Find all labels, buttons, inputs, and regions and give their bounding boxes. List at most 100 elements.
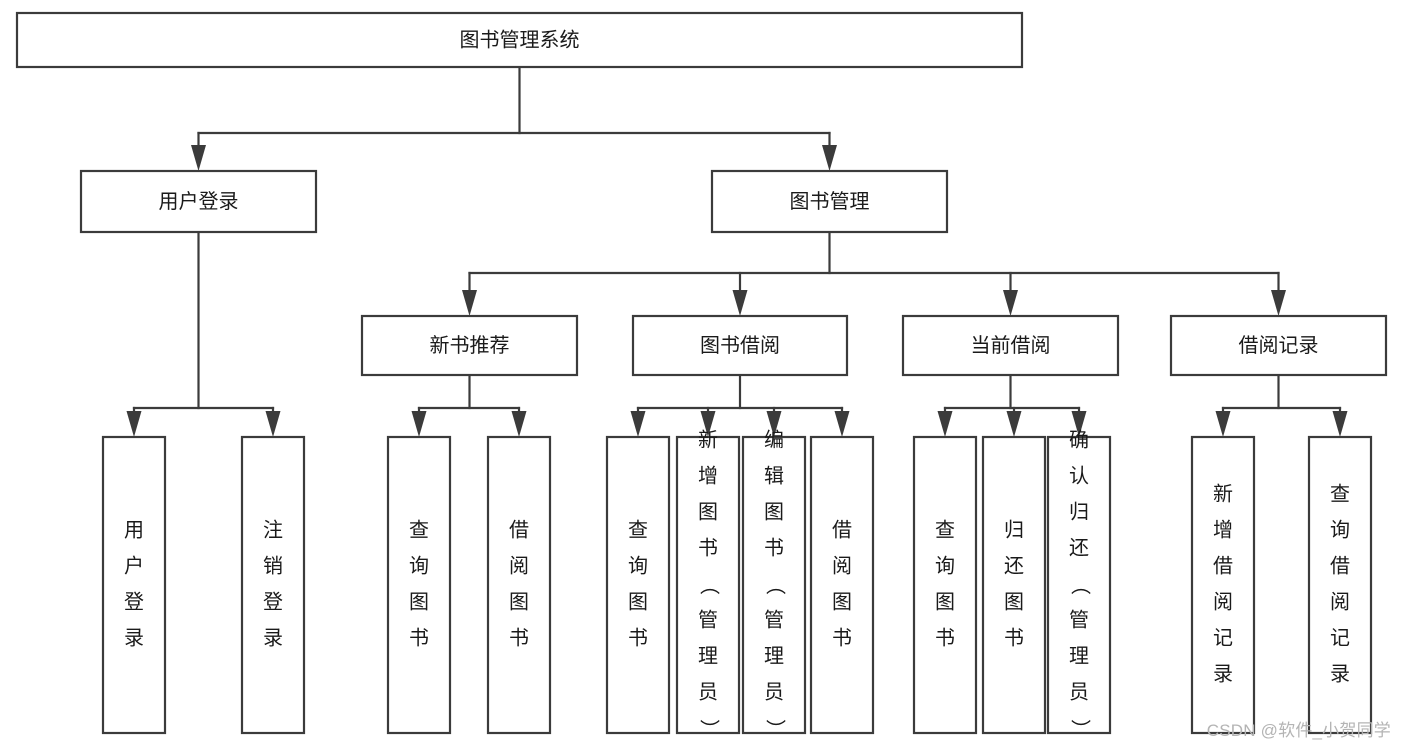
node-label-bookmgmt: 图书管理 xyxy=(790,190,870,213)
node-label-newbook: 新书推荐 xyxy=(430,334,510,357)
node-label-char: 管 xyxy=(764,608,784,631)
node-label-char: 管 xyxy=(698,608,718,631)
node-label-char: 归 xyxy=(1004,518,1024,541)
node-label-char: 查 xyxy=(1330,482,1350,505)
node-box-root[interactable] xyxy=(15,11,1024,69)
node-box-leaf-borrow-book-1[interactable] xyxy=(486,435,552,735)
node-label-char: 查 xyxy=(935,518,955,541)
node-label-char: 查 xyxy=(409,518,429,541)
node-label-char: （ xyxy=(698,575,721,595)
node-bookmgmt[interactable]: 图书管理 xyxy=(710,169,949,234)
connector-layer xyxy=(126,65,1348,437)
watermark-label: CSDN @软件_小贺同学 xyxy=(1206,721,1391,740)
node-borrow[interactable]: 图书借阅 xyxy=(631,314,849,377)
arrow-head-icon xyxy=(411,411,427,437)
arrow-head-icon xyxy=(834,411,850,437)
node-box-leaf-user-logout[interactable] xyxy=(240,435,306,735)
node-label-char: 用 xyxy=(124,519,144,541)
node-label-char: 录 xyxy=(1330,663,1350,685)
node-box-newbook[interactable] xyxy=(360,314,579,377)
node-root[interactable]: 图书管理系统 xyxy=(15,11,1024,69)
node-label-char: 新 xyxy=(1213,482,1233,505)
node-box-current[interactable] xyxy=(901,314,1120,377)
node-label-char: 询 xyxy=(628,554,648,577)
node-label-char: 借 xyxy=(1213,554,1233,577)
arrow-head-icon xyxy=(1271,290,1286,316)
node-label-char: 增 xyxy=(1213,518,1233,541)
node-label-char: 销 xyxy=(263,554,283,577)
node-label-char: ） xyxy=(698,719,721,739)
arrow-head-icon xyxy=(126,411,142,437)
arrow-head-icon xyxy=(1006,411,1022,437)
node-label-char: 阅 xyxy=(832,554,852,577)
node-label-char: 辑 xyxy=(764,464,784,487)
node-label-char: 查 xyxy=(628,518,648,541)
arrow-head-icon xyxy=(700,411,716,437)
node-box-leaf-add-record[interactable] xyxy=(1190,435,1256,735)
node-label-char: 理 xyxy=(698,645,718,667)
node-box-record[interactable] xyxy=(1169,314,1388,377)
node-label-char: 认 xyxy=(1069,464,1089,487)
node-label-char: 借 xyxy=(1330,554,1350,577)
node-box-leaf-borrow-book-2[interactable] xyxy=(809,435,875,735)
node-newbook[interactable]: 新书推荐 xyxy=(360,314,579,377)
node-label-char: 图 xyxy=(832,591,852,613)
arrow-head-icon xyxy=(265,411,281,437)
node-box-leaf-add-book[interactable] xyxy=(675,435,741,735)
arrow-head-icon xyxy=(1332,411,1348,437)
node-layer: 图书管理系统用户登录图书管理新书推荐图书借阅当前借阅借阅记录用户登录注销登录查询… xyxy=(15,11,1388,739)
node-label-root: 图书管理系统 xyxy=(460,28,580,51)
node-leaf-user-login[interactable]: 用户登录 xyxy=(101,435,167,735)
node-label-char: 阅 xyxy=(1213,590,1233,613)
node-box-leaf-return-book[interactable] xyxy=(981,435,1047,735)
node-box-leaf-query-book-2[interactable] xyxy=(605,435,671,735)
node-box-bookmgmt[interactable] xyxy=(710,169,949,234)
node-box-leaf-confirm-return[interactable] xyxy=(1046,435,1112,735)
node-box-leaf-edit-book[interactable] xyxy=(741,435,807,735)
arrow-head-icon xyxy=(937,411,953,437)
node-label-char: 录 xyxy=(263,627,283,649)
node-current[interactable]: 当前借阅 xyxy=(901,314,1120,377)
node-label-char: 归 xyxy=(1069,500,1089,523)
node-label-char: 理 xyxy=(764,645,784,667)
arrow-head-icon xyxy=(191,145,206,171)
node-label-char: 询 xyxy=(409,554,429,577)
node-label-char: 录 xyxy=(1213,663,1233,685)
node-box-leaf-user-login[interactable] xyxy=(101,435,167,735)
arrow-head-icon xyxy=(1003,290,1018,316)
node-label-char: 借 xyxy=(832,518,852,541)
node-label-char: 书 xyxy=(409,626,429,649)
node-label-char: 阅 xyxy=(509,554,529,577)
node-box-borrow[interactable] xyxy=(631,314,849,377)
node-label-char: 书 xyxy=(698,536,718,559)
node-label-char: 书 xyxy=(832,626,852,649)
node-record[interactable]: 借阅记录 xyxy=(1169,314,1388,377)
arrow-head-icon xyxy=(766,411,782,437)
node-box-login[interactable] xyxy=(79,169,318,234)
node-box-leaf-query-book-1[interactable] xyxy=(386,435,452,735)
node-label-char: 员 xyxy=(698,681,718,703)
node-box-leaf-query-book-3[interactable] xyxy=(912,435,978,735)
node-label-record: 借阅记录 xyxy=(1239,334,1319,357)
node-login[interactable]: 用户登录 xyxy=(79,169,318,234)
node-box-leaf-query-record[interactable] xyxy=(1307,435,1373,735)
node-label-char: 书 xyxy=(628,626,648,649)
node-label-char: 图 xyxy=(509,591,529,613)
node-label-char: 还 xyxy=(1069,536,1089,559)
arrow-head-icon xyxy=(462,290,477,316)
node-label-char: 记 xyxy=(1330,626,1350,649)
node-label-char: 图 xyxy=(1004,591,1024,613)
